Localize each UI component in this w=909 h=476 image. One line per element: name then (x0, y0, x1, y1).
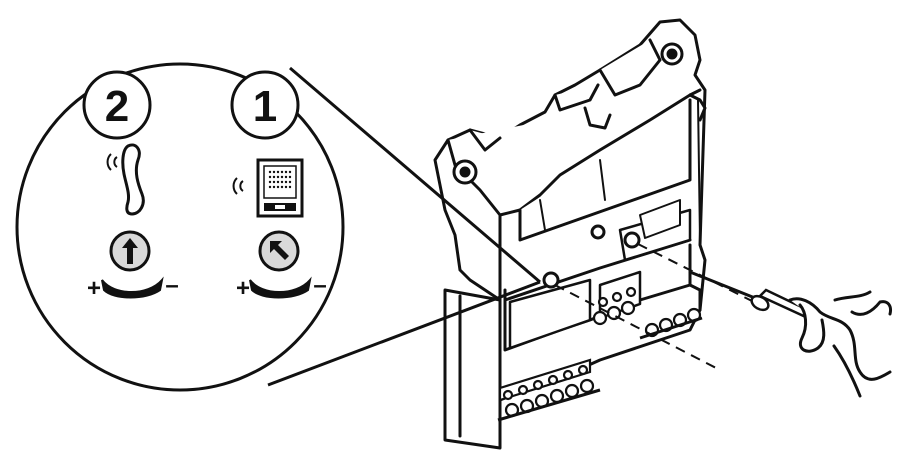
step-1: 1 + – (230, 70, 327, 302)
screw-hole-center (590, 224, 606, 240)
step-1-minus-label: – (313, 272, 326, 299)
screw-hole-right (623, 231, 641, 249)
step-2-number-circle (82, 70, 152, 140)
mounting-hole-left-center (459, 166, 471, 178)
step-1-number: 1 (253, 82, 277, 131)
handset-icon (106, 143, 145, 216)
step-2-number: 2 (105, 82, 129, 131)
screwdriver (688, 270, 814, 320)
step-2-minus-label: – (165, 272, 178, 299)
mounting-hole-top-center (666, 48, 678, 60)
door-entry-panel-icon (232, 158, 304, 218)
screw-hole-left (542, 271, 560, 289)
step-2-adjust-knob-icon (101, 230, 164, 299)
mounting-holes (452, 42, 684, 289)
step-1-plus-label: + (236, 275, 250, 302)
step-1-adjust-knob-icon (249, 230, 312, 299)
step-2: 2 + – (82, 70, 179, 302)
callout-line-lower (267, 280, 541, 387)
step-1-number-circle (230, 70, 300, 140)
terminal-strip-lower (497, 358, 601, 422)
callout-line-upper (289, 66, 541, 284)
wall-unit-body (433, 18, 707, 450)
terminal-strip-upper (592, 286, 703, 340)
magnifier-callout (15, 62, 541, 392)
alignment-line-lower (554, 284, 721, 371)
magnifier-circle (15, 62, 345, 392)
step-2-plus-label: + (87, 275, 101, 302)
hand (788, 290, 892, 398)
